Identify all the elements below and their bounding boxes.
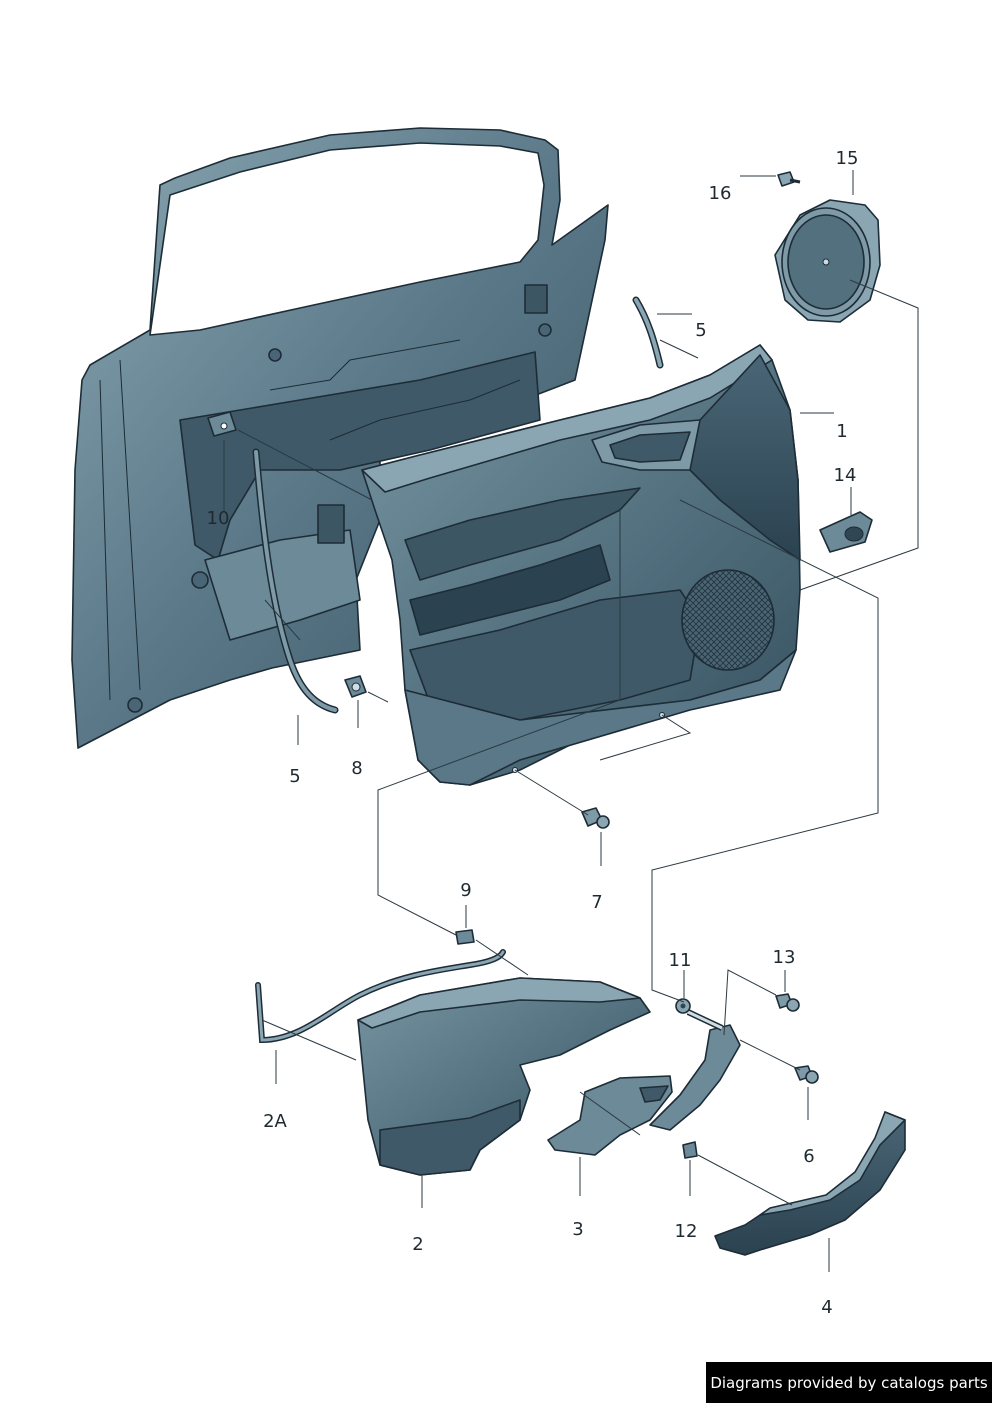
cable-2a (255, 949, 506, 1044)
callout-14: 14 (834, 465, 857, 486)
callout-8: 8 (351, 758, 362, 779)
door-shell (71, 127, 609, 749)
callout-6: 6 (803, 1146, 814, 1167)
callout-2a: 2A (263, 1111, 287, 1132)
door-trim-panel (361, 344, 801, 786)
door-clip-10 (207, 411, 237, 437)
callout-1: 1 (836, 421, 847, 442)
callout-labels: 15 16 5 1 14 10 5 8 7 9 11 13 2A 6 3 12 … (207, 148, 859, 1318)
lower-trim-cover (357, 977, 651, 1176)
callout-3: 3 (572, 1219, 583, 1240)
callout-9: 9 (460, 880, 471, 901)
screw-6 (794, 1065, 819, 1084)
tweeter-cover (819, 511, 873, 553)
callout-2: 2 (412, 1234, 423, 1255)
callout-15: 15 (836, 148, 859, 169)
callout-16: 16 (709, 183, 732, 204)
screw-7 (581, 807, 610, 829)
speaker (774, 199, 881, 323)
handle-frame (649, 1009, 741, 1131)
armrest-strip (714, 1111, 906, 1256)
clip-8 (344, 675, 367, 698)
seal-strip-upper (632, 296, 664, 369)
screw-13 (775, 993, 800, 1012)
clip-12 (682, 1141, 698, 1159)
callout-7: 7 (591, 892, 602, 913)
callout-5-upper: 5 (695, 320, 706, 341)
handle-bracket (547, 1075, 673, 1156)
callout-11: 11 (669, 950, 692, 971)
callout-5-lower: 5 (289, 766, 300, 787)
callout-10: 10 (207, 508, 230, 529)
clip-9 (455, 929, 475, 945)
callout-4: 4 (821, 1297, 832, 1318)
leader-lines (223, 170, 919, 1272)
seal-strip-lower (252, 448, 339, 714)
callout-13: 13 (773, 947, 796, 968)
callout-12: 12 (675, 1221, 698, 1242)
credit-banner: Diagrams provided by catalogs parts (706, 1362, 992, 1403)
nut-11 (675, 998, 691, 1014)
screw-16 (777, 171, 801, 187)
